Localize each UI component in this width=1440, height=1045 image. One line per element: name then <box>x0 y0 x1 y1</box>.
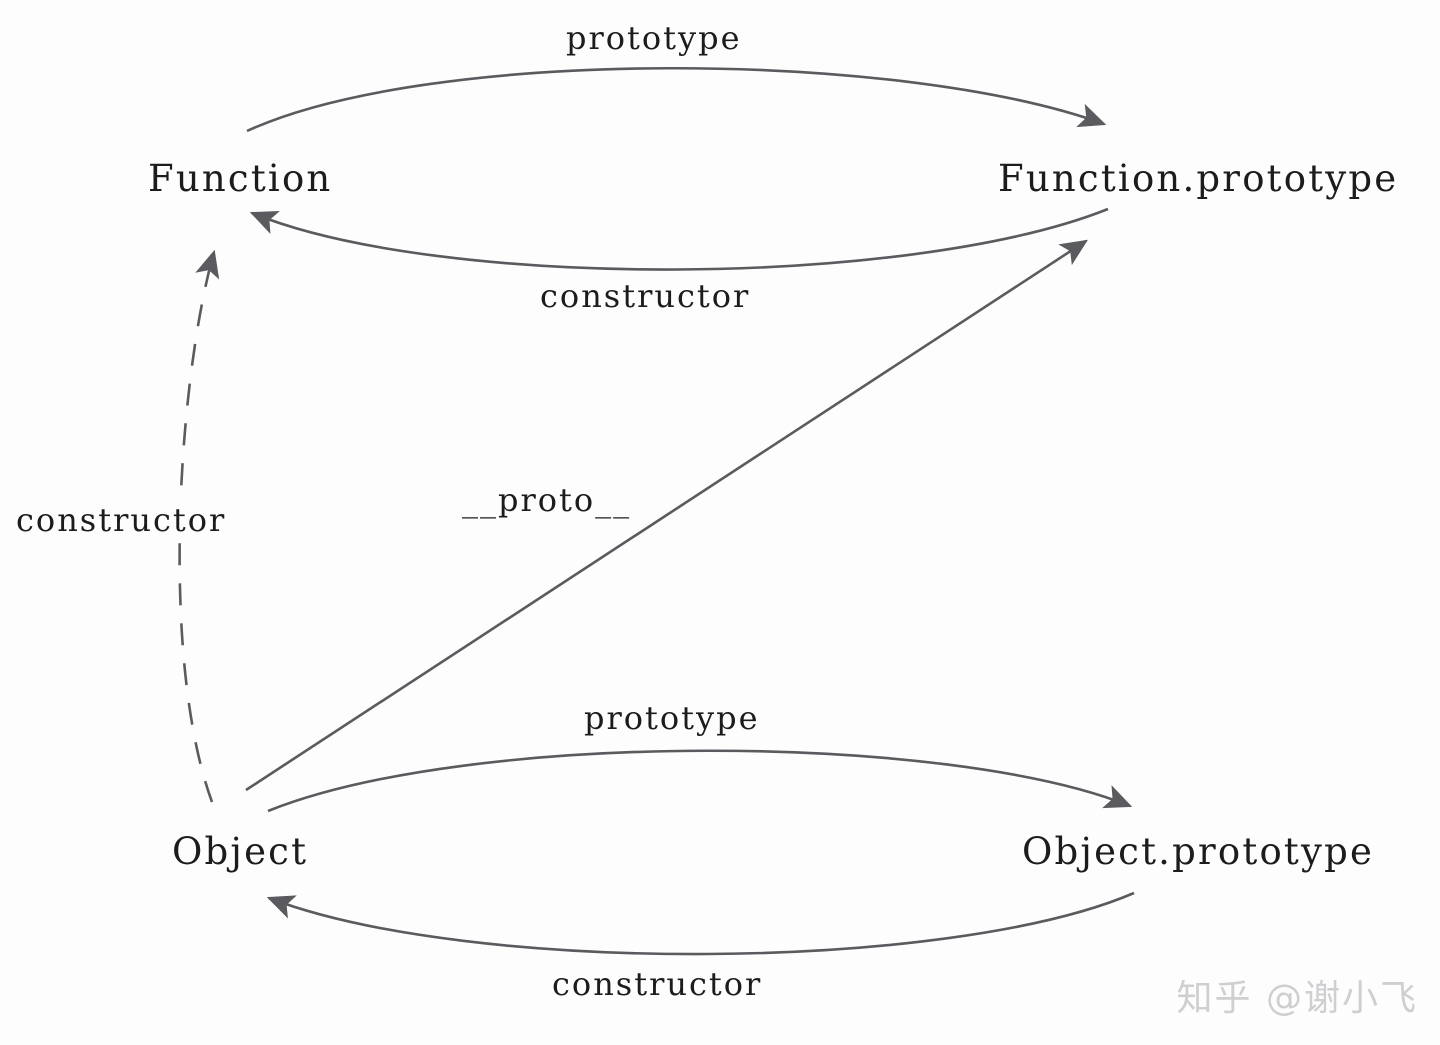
edge-object-proto <box>245 239 1088 792</box>
node-label-object: Object <box>172 830 309 873</box>
node-label-object-prototype: Object.prototype <box>1022 830 1375 873</box>
edge-label-object-constructor: constructor <box>552 965 763 1003</box>
edge-object-prototype <box>267 749 1133 813</box>
edge-label-object-constructor-function: constructor <box>10 502 233 538</box>
node-label-function-prototype: Function.prototype <box>998 157 1399 200</box>
edge-object-constructor <box>266 891 1135 956</box>
edge-function-constructor <box>249 207 1109 271</box>
edge-label-function-prototype: prototype <box>566 19 742 57</box>
node-label-function: Function <box>148 157 333 200</box>
edge-label-object-proto: __proto__ <box>456 482 638 518</box>
watermark: 知乎 @谢小飞 <box>1176 978 1418 1019</box>
edge-label-object-prototype: prototype <box>584 699 760 737</box>
edge-label-function-constructor: constructor <box>540 277 751 315</box>
edge-function-prototype <box>246 66 1107 133</box>
